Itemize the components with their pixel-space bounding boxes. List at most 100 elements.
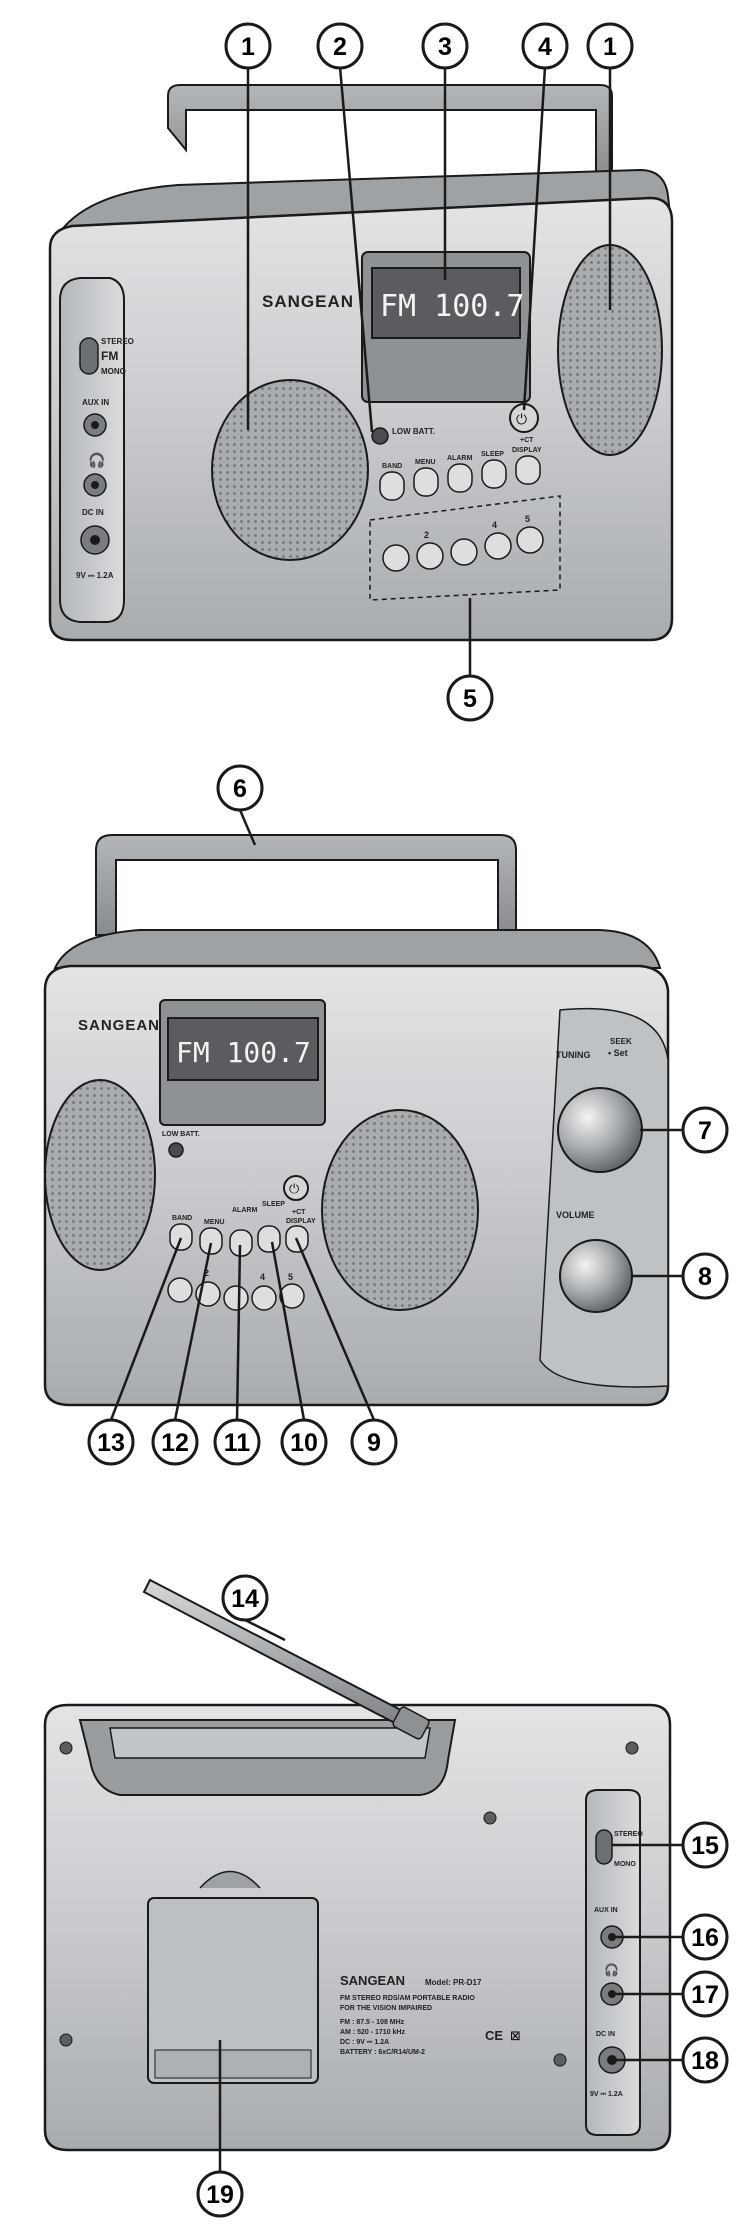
callout-16: 16 bbox=[681, 1913, 729, 1961]
rear-screw bbox=[625, 1741, 639, 1755]
leader-lines bbox=[109, 66, 683, 2172]
ct-label: +CT bbox=[520, 437, 534, 444]
lcd-frequency-2: FM 100.7 bbox=[176, 1036, 311, 1069]
preset-1-button[interactable] bbox=[382, 544, 410, 572]
seek-label: SEEK bbox=[610, 1037, 632, 1046]
alarm-button[interactable] bbox=[447, 463, 473, 493]
lcd-display-2 bbox=[167, 1017, 319, 1081]
side-mono-label: MONO bbox=[101, 367, 126, 376]
preset-3-button-2[interactable] bbox=[223, 1285, 249, 1311]
sleep-button-2[interactable] bbox=[257, 1225, 281, 1253]
volume-label: VOLUME bbox=[556, 1210, 595, 1220]
rear-side-panel bbox=[585, 1789, 641, 2136]
lcd-frequency: FM 100.7 bbox=[380, 289, 525, 324]
rear-stereo-label: STEREO bbox=[614, 1831, 643, 1838]
preset-2-label-2: 2 bbox=[204, 1268, 209, 1278]
low-batt-led-2 bbox=[168, 1142, 184, 1158]
side-dc-in-label: DC IN bbox=[82, 508, 104, 517]
callout-1-right: 1 bbox=[586, 22, 634, 70]
ct-label-2: +CT bbox=[292, 1209, 306, 1216]
function-buttons: BAND MENU ALARM SLEEP +CT DISPLAY bbox=[379, 437, 542, 501]
low-batt-label-2: LOW BATT. bbox=[162, 1131, 200, 1138]
brand-logo-2: SANGEAN bbox=[78, 1017, 160, 1034]
callout-2: 2 bbox=[316, 22, 364, 70]
callout-13-text: 13 bbox=[97, 1429, 125, 1457]
callout-18-text: 18 bbox=[691, 2047, 719, 2075]
rear-headphone-icon: 🎧 bbox=[604, 1963, 619, 1977]
callout-10: 10 bbox=[280, 1418, 328, 1466]
rear-stereo-mono-switch[interactable] bbox=[595, 1829, 613, 1865]
preset-3-button[interactable] bbox=[450, 538, 478, 566]
power-icon-2: ⏻ bbox=[289, 1182, 299, 1197]
band-button[interactable] bbox=[379, 471, 405, 501]
callout-17-text: 17 bbox=[691, 1981, 719, 2009]
rear-subtitle: FOR THE VISION IMPAIRED bbox=[340, 2005, 432, 2012]
callout-3: 3 bbox=[421, 22, 469, 70]
callout-8-text: 8 bbox=[698, 1263, 712, 1291]
alarm-label: ALARM bbox=[447, 455, 472, 462]
callout-9-text: 9 bbox=[367, 1429, 381, 1457]
display-button[interactable] bbox=[515, 455, 541, 485]
callout-12-text: 12 bbox=[161, 1429, 189, 1457]
rear-screw bbox=[59, 1741, 73, 1755]
callout-19-text: 19 bbox=[206, 2181, 234, 2209]
brand-logo: SANGEAN bbox=[262, 292, 354, 311]
volume-knob[interactable] bbox=[559, 1239, 633, 1313]
rear-dc-rating: 9V ⎓ 1.2A bbox=[590, 2091, 623, 2098]
preset-2-button[interactable] bbox=[416, 542, 444, 570]
preset-4-button[interactable] bbox=[484, 532, 512, 560]
sleep-label: SLEEP bbox=[481, 451, 504, 458]
callout-11-text: 11 bbox=[224, 1429, 251, 1457]
callout-15-text: 15 bbox=[691, 1832, 719, 1860]
tuning-knob[interactable] bbox=[557, 1087, 643, 1173]
low-batt-led bbox=[371, 427, 389, 445]
preset-5-button-2[interactable] bbox=[279, 1283, 305, 1309]
power-button-2[interactable] bbox=[283, 1175, 309, 1201]
preset-group-outline bbox=[369, 495, 561, 601]
callout-11: 11 bbox=[213, 1418, 261, 1466]
rear-dc-in-label: DC IN bbox=[596, 2031, 615, 2038]
rear-fm-range: FM : 87.5 - 108 MHz bbox=[340, 2019, 405, 2026]
callout-7-text: 7 bbox=[698, 1117, 712, 1145]
rear-am-range: AM : 520 - 1710 kHz bbox=[340, 2029, 405, 2036]
sleep-button[interactable] bbox=[481, 459, 507, 489]
callout-6: 6 bbox=[216, 764, 264, 812]
rear-product: FM STEREO RDS/AM PORTABLE RADIO bbox=[340, 1995, 475, 2002]
callout-6-text: 6 bbox=[233, 775, 247, 803]
side-fm-label: FM bbox=[101, 349, 118, 363]
rear-mono-label: MONO bbox=[614, 1861, 636, 1868]
display-label-2: DISPLAY bbox=[286, 1218, 316, 1225]
preset-buttons: 2 4 5 bbox=[382, 514, 544, 572]
callout-1-right-text: 1 bbox=[603, 33, 617, 61]
speaker-grille-left-2 bbox=[44, 1079, 156, 1271]
preset-4-label-2: 4 bbox=[260, 1272, 265, 1282]
callout-19: 19 bbox=[196, 2170, 244, 2218]
menu-label: MENU bbox=[415, 459, 436, 466]
menu-button[interactable] bbox=[413, 467, 439, 497]
callout-16-text: 16 bbox=[691, 1924, 719, 1952]
preset-4-button-2[interactable] bbox=[251, 1285, 277, 1311]
preset-1-button-2[interactable] bbox=[167, 1277, 193, 1303]
side-stereo-label: STEREO bbox=[101, 337, 134, 346]
radio-rear-view: SANGEAN Model: PR-D17 FM STEREO RDS/AM P… bbox=[43, 1578, 672, 2152]
callout-5-text: 5 bbox=[463, 685, 477, 713]
radio-front-view: STEREO FM MONO AUX IN 🎧 DC IN 9V ⎓ 1.2A … bbox=[48, 84, 674, 642]
band-button-2[interactable] bbox=[169, 1223, 193, 1251]
sleep-label-2: SLEEP bbox=[262, 1201, 285, 1208]
menu-button-2[interactable] bbox=[199, 1227, 223, 1255]
callout-15: 15 bbox=[681, 1821, 729, 1869]
tuning-label: TUNING bbox=[556, 1050, 591, 1060]
alarm-label-2: ALARM bbox=[232, 1207, 257, 1214]
callout-13: 13 bbox=[87, 1418, 135, 1466]
callout-markers: 1 2 3 4 1 5 6 7 bbox=[87, 22, 729, 2218]
preset-5-button[interactable] bbox=[516, 526, 544, 554]
speaker-grille-left bbox=[211, 379, 369, 561]
rear-screw bbox=[553, 2053, 567, 2067]
power-icon: ⏻ bbox=[516, 412, 527, 428]
callout-4: 4 bbox=[521, 22, 569, 70]
rear-screw bbox=[59, 2033, 73, 2047]
fm-stereo-mono-switch[interactable] bbox=[79, 337, 99, 375]
speaker-grille-right-2 bbox=[321, 1109, 479, 1311]
rear-dc-spec: DC : 9V ⎓ 1.2A bbox=[340, 2039, 389, 2046]
battery-compartment-cover[interactable] bbox=[147, 1897, 319, 2084]
